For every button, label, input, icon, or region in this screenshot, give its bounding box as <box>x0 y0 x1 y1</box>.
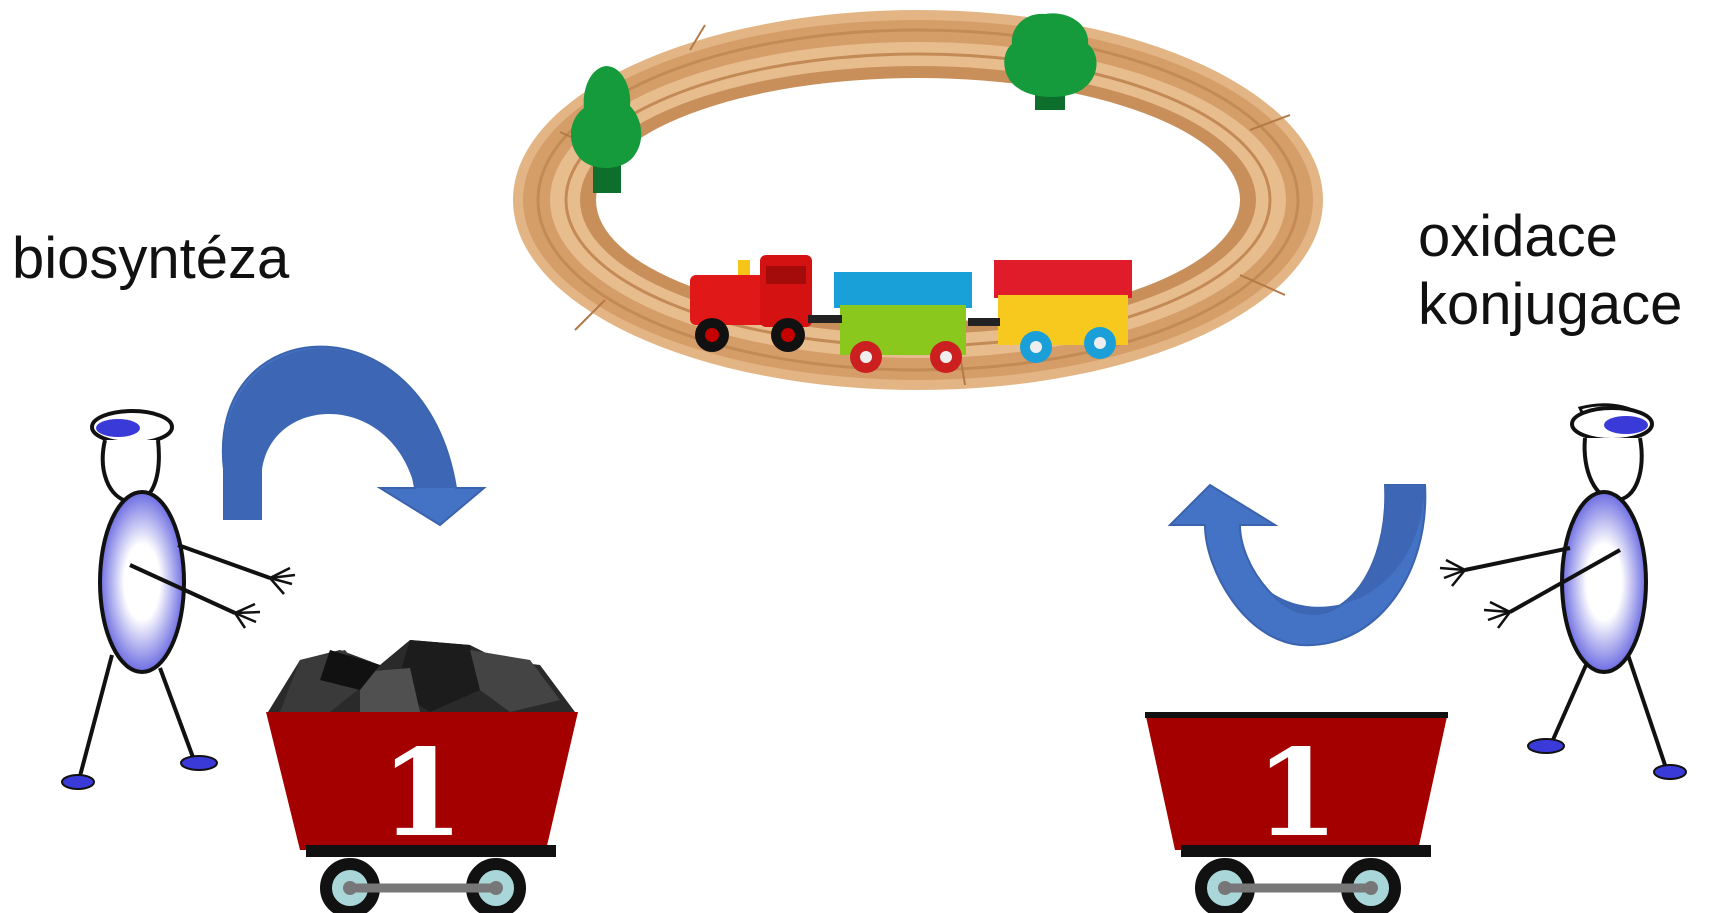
cart-right-wheels <box>1201 864 1395 912</box>
cart-left: 1 <box>266 640 578 912</box>
worker-right <box>1440 405 1686 779</box>
label-conjugation: konjugace <box>1418 271 1682 339</box>
arrow-unload-right <box>1170 485 1425 645</box>
cart-left-wheels <box>326 864 520 912</box>
arrow-load-left <box>223 347 484 525</box>
coal-pile <box>268 640 575 712</box>
toy-train-set <box>513 10 1323 390</box>
cart-left-number: 1 <box>380 723 464 864</box>
label-biosynthesis: biosyntéza <box>12 225 289 293</box>
label-oxidation: oxidace <box>1418 203 1618 271</box>
cart-right: 1 <box>1145 712 1448 912</box>
cart-right-number: 1 <box>1255 723 1339 864</box>
